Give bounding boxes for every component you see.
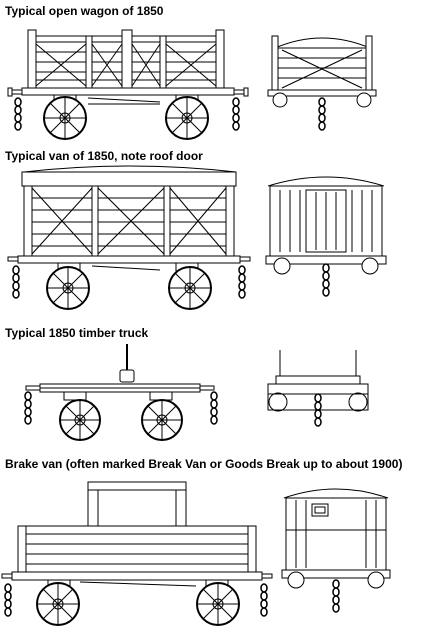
timber-truck-end-view <box>268 350 368 426</box>
brake-van-end-view <box>282 489 390 612</box>
open-wagon-side-view <box>8 30 248 139</box>
brake-van-title: Brake van (often marked Break Van or Goo… <box>5 457 403 471</box>
open-wagon-title: Typical open wagon of 1850 <box>5 4 164 18</box>
van-side-view <box>8 166 250 309</box>
van-title: Typical van of 1850, note roof door <box>5 149 203 163</box>
timber-truck-side-view <box>25 344 217 440</box>
van-end-view <box>266 177 386 296</box>
brake-van-side-view <box>2 482 272 625</box>
open-wagon-end-view <box>268 36 376 130</box>
timber-truck-title: Typical 1850 timber truck <box>5 326 149 340</box>
